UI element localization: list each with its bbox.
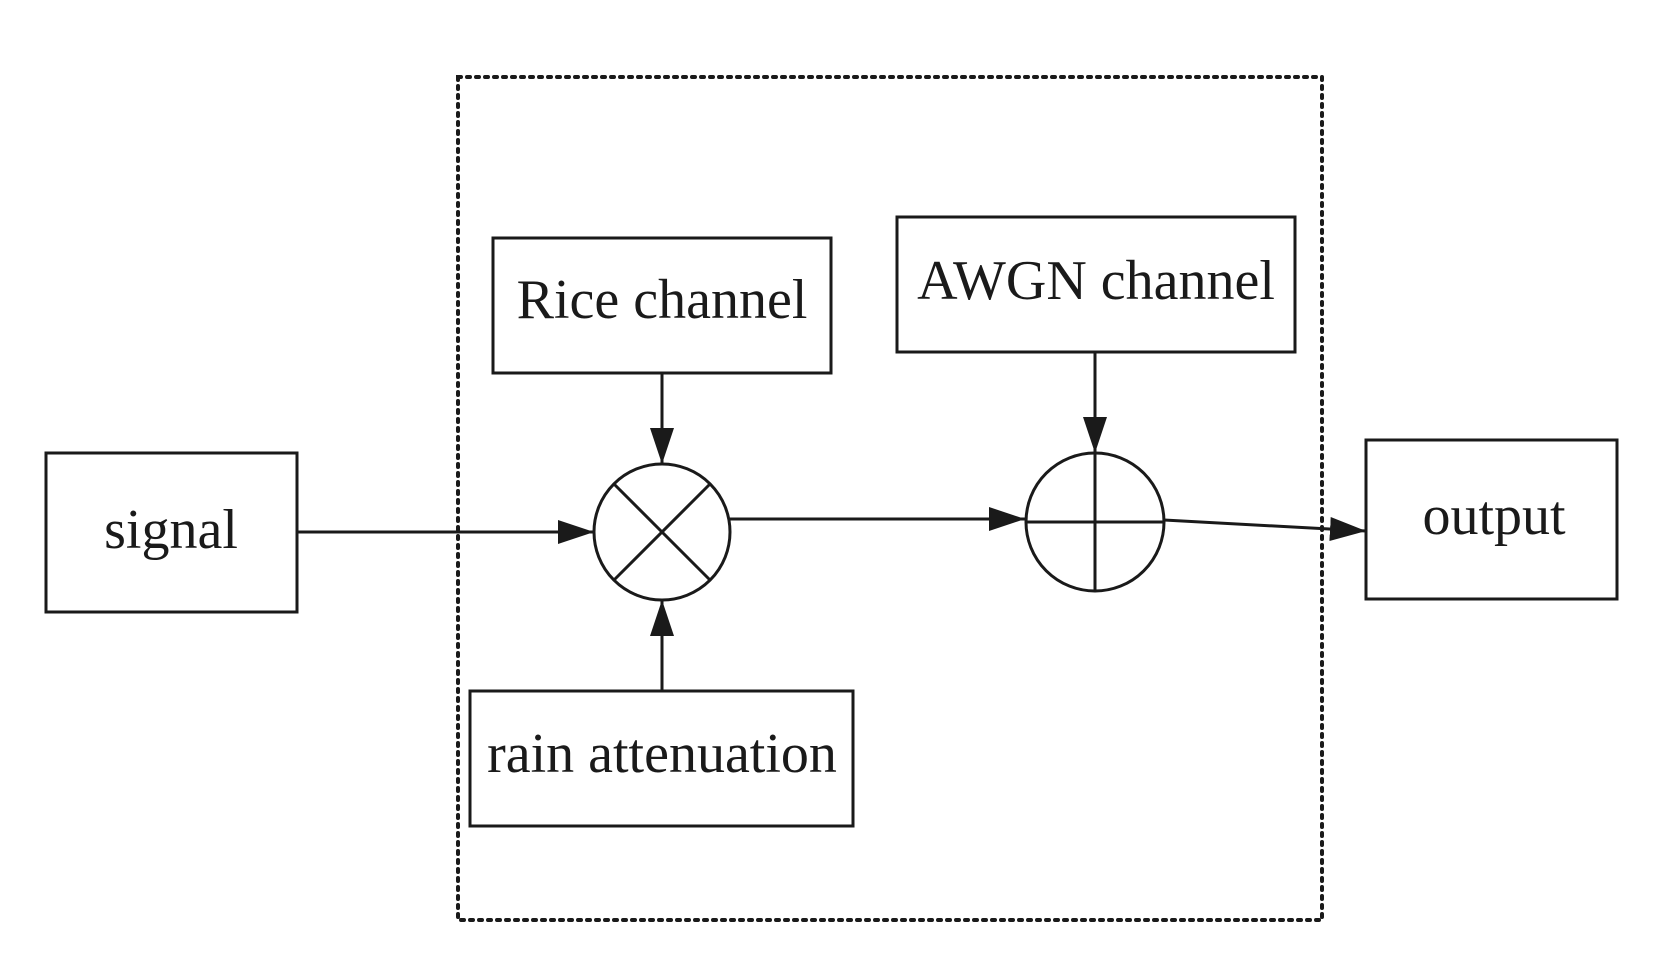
rice-channel-block: Rice channel	[491, 236, 833, 375]
signal-label: signal	[104, 499, 238, 561]
rain-attenuation-block: rain attenuation	[468, 689, 855, 828]
rain-attenuation-label: rain attenuation	[487, 723, 837, 785]
rice-channel-label: Rice channel	[517, 269, 808, 331]
output-label: output	[1422, 485, 1566, 547]
signal-block: signal	[44, 451, 299, 614]
awgn-channel-label: AWGN channel	[917, 250, 1275, 312]
multiplier-icon	[592, 462, 732, 602]
adder-to-output-arrow	[1163, 517, 1367, 542]
output-block: output	[1364, 438, 1619, 601]
awgn-channel-block: AWGN channel	[895, 215, 1297, 354]
adder-icon	[1024, 451, 1166, 593]
channel-frame	[456, 75, 1324, 922]
